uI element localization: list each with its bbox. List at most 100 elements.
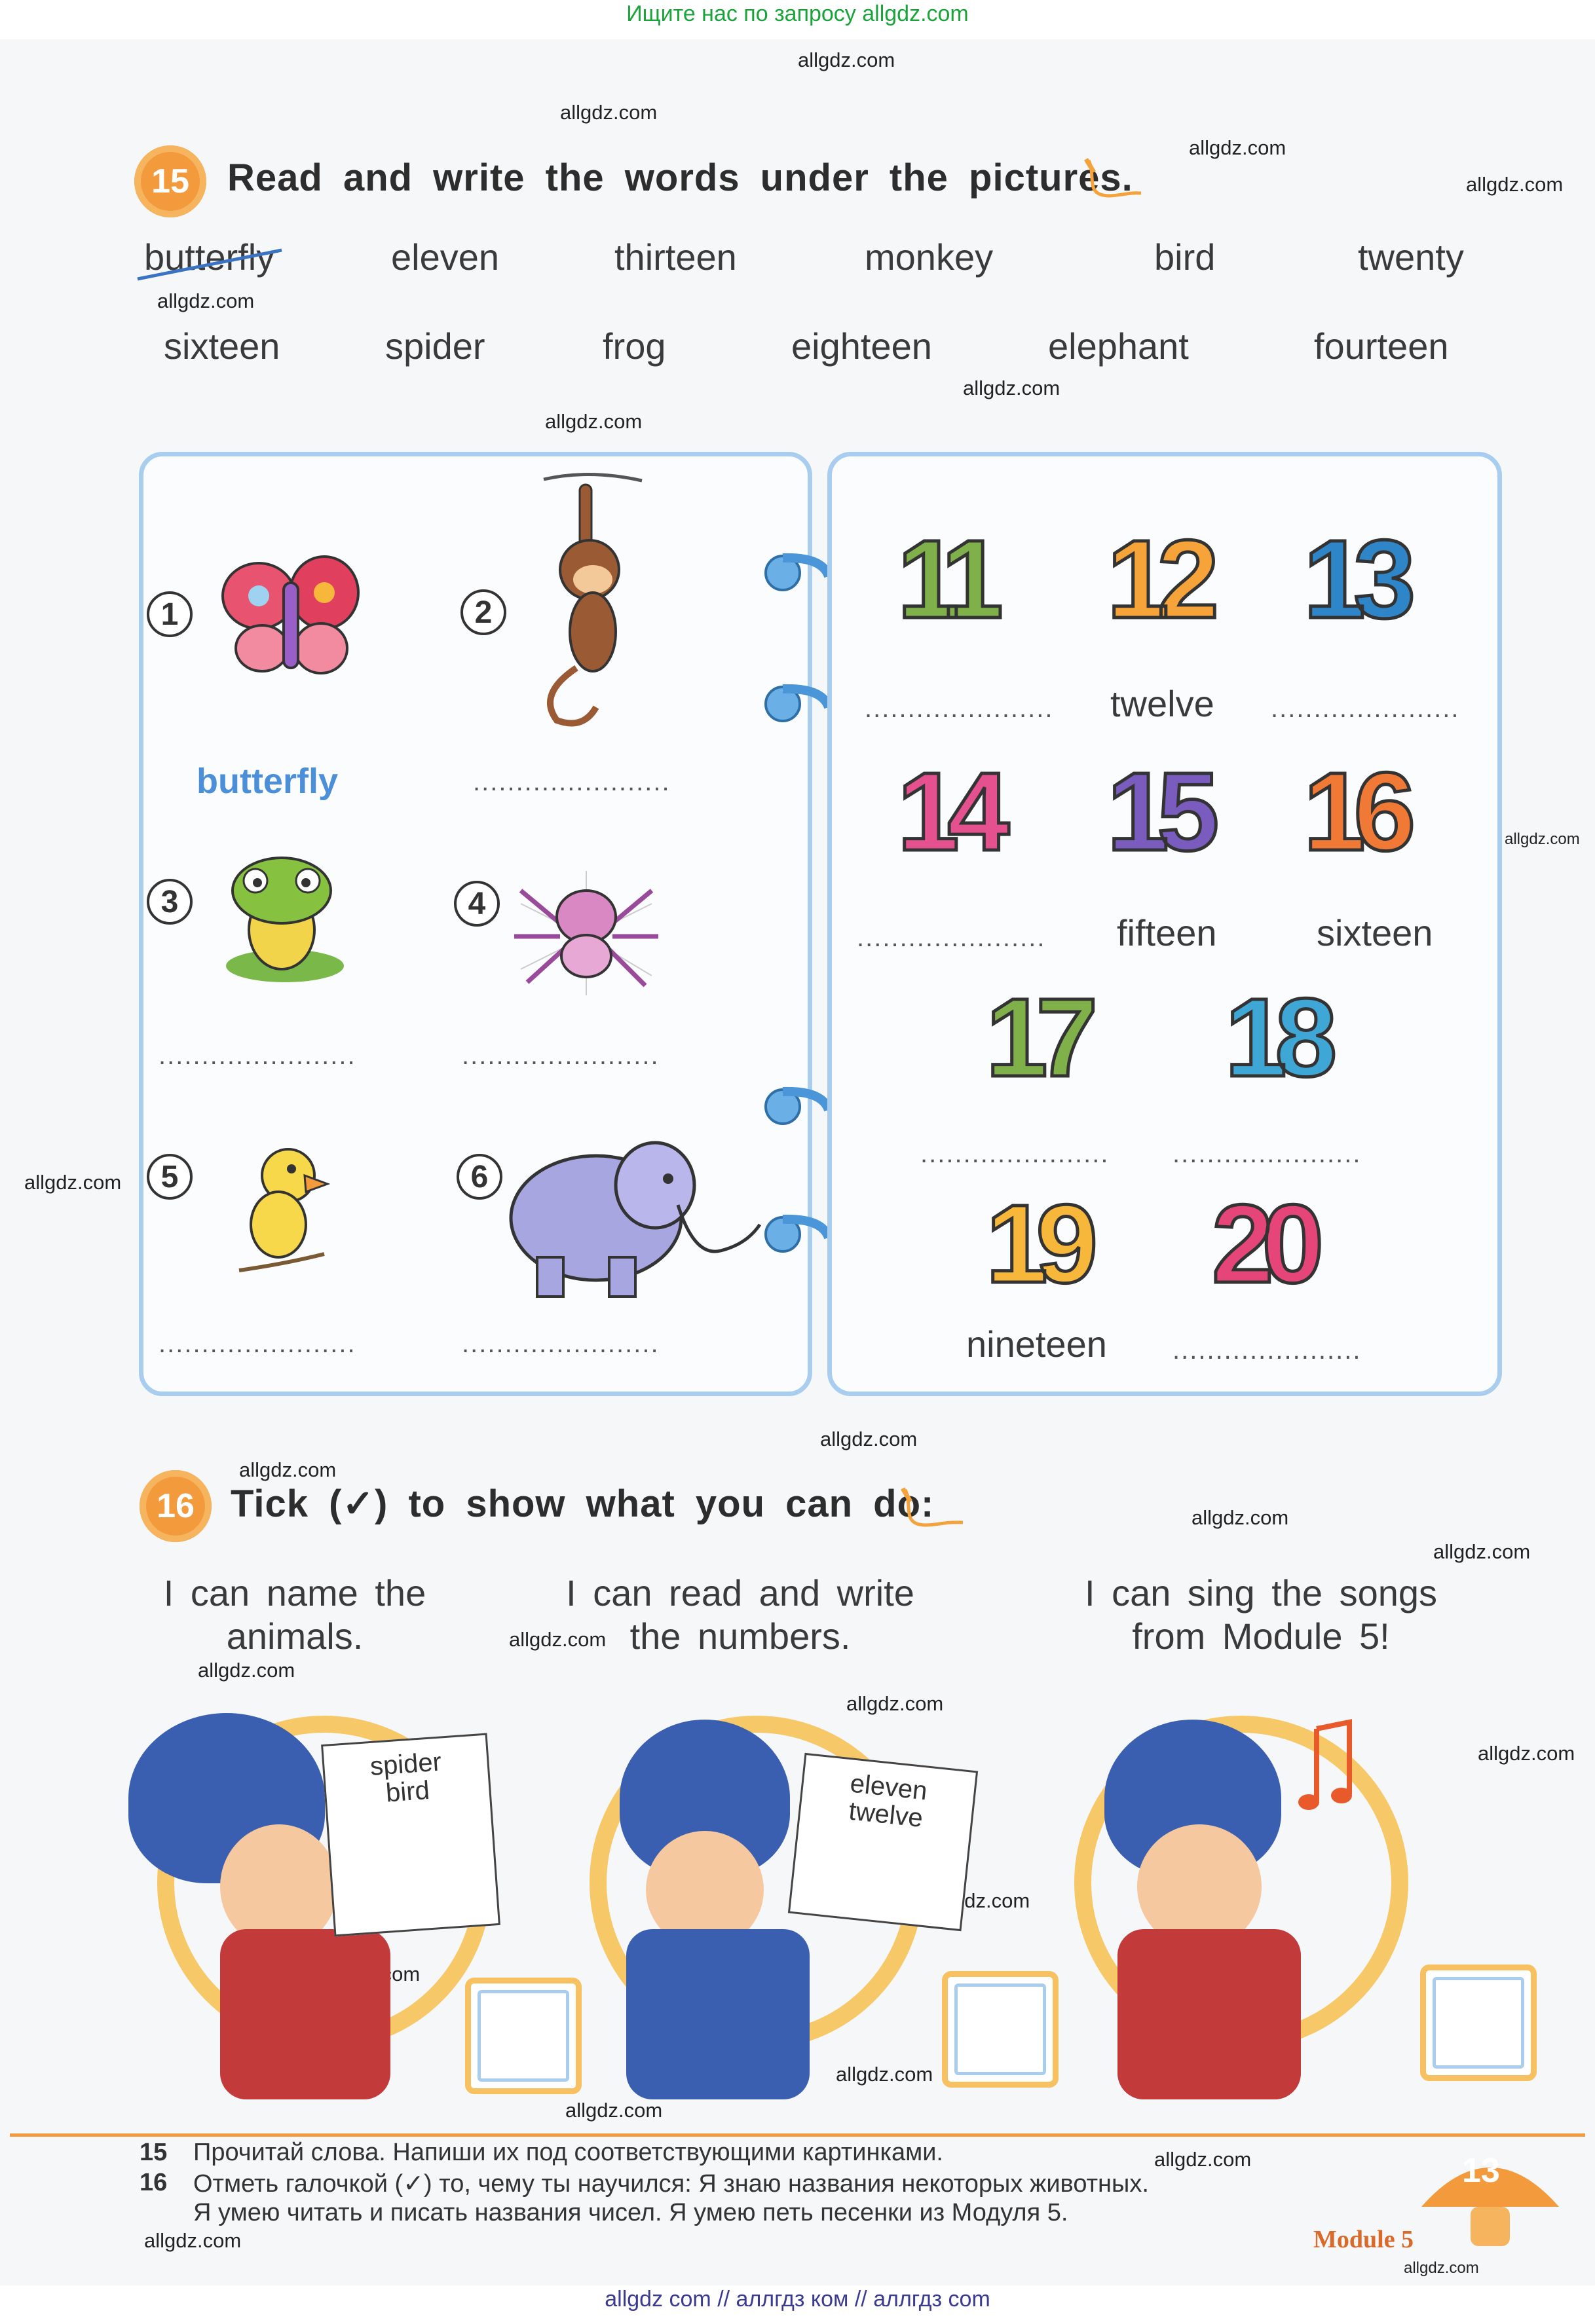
numeral-14: 14	[895, 750, 1011, 874]
tick-box[interactable]	[942, 1971, 1059, 2088]
monkey-picture	[543, 472, 643, 727]
answer-text: butterfly	[197, 762, 338, 801]
word-bank-item: eighteen	[791, 325, 932, 367]
bottom-watermark-banner[interactable]: allgdz com // аллгдз ком // аллгдз com	[605, 2287, 990, 2312]
binder-ring	[764, 1214, 833, 1253]
paper-sheet: eleven twelve	[787, 1752, 979, 1932]
numeral-20: 20	[1210, 1182, 1325, 1306]
word-bank-item: fourteen	[1314, 325, 1449, 367]
answer-blank[interactable]: .......................	[473, 767, 671, 796]
music-notes-icon	[1298, 1719, 1352, 1810]
word-bank-item: bird	[1154, 236, 1216, 278]
watermark-text: allgdz.com	[836, 2063, 933, 2086]
number-answer: sixteen	[1317, 912, 1433, 953]
exercise-16-badge: 16	[140, 1470, 212, 1542]
answer-blank[interactable]: ......................	[1173, 1336, 1362, 1365]
tick-box[interactable]	[465, 1978, 582, 2094]
spider-picture	[514, 871, 658, 995]
answer-blank[interactable]: .......................	[462, 1041, 660, 1070]
watermark-text: allgdz.com	[239, 1458, 337, 1481]
footer-instruction: Прочитай слова. Напиши их под соответств…	[193, 2139, 943, 2166]
footer-instruction: Я умею читать и писать названия чисел. Я…	[193, 2199, 1068, 2226]
numeral-19: 19	[984, 1182, 1099, 1306]
exercise-15-badge: 15	[134, 145, 206, 217]
strike-mark	[137, 248, 282, 281]
statement-line: animals.	[226, 1615, 364, 1657]
pencil-icon	[900, 1487, 964, 1527]
number-answer: twelve	[1110, 683, 1214, 724]
watermark-text: allgdz.com	[144, 2229, 242, 2252]
footer-exercise-number: 15	[140, 2139, 168, 2166]
watermark-text: allgdz.com	[157, 289, 255, 312]
answer-blank[interactable]: .......................	[159, 1041, 356, 1070]
numeral-13: 13	[1302, 517, 1417, 642]
can-statement: I can name the animals.	[121, 1572, 468, 1658]
numeral-17: 17	[984, 976, 1099, 1100]
word-bank-item: monkey	[865, 236, 994, 278]
watermark-text: allgdz.com	[198, 1659, 295, 1682]
watermark-text: allgdz.com	[1154, 2148, 1252, 2171]
answer-blank[interactable]: ......................	[1271, 694, 1460, 723]
watermark-text: allgdz.com	[545, 410, 643, 433]
answer-blank[interactable]: ......................	[865, 694, 1054, 723]
statement-line: I can name the	[163, 1572, 426, 1614]
word-bank-item: thirteen	[614, 236, 737, 278]
answer-blank[interactable]: ......................	[857, 923, 1046, 952]
mushroom-page-badge	[1421, 2167, 1559, 2246]
watermark-text: allgdz.com	[1466, 173, 1564, 196]
elephant-picture	[509, 1141, 762, 1298]
tick-box[interactable]	[1420, 1964, 1537, 2081]
number-answer: fifteen	[1117, 912, 1217, 953]
answer-blank[interactable]: .......................	[462, 1329, 660, 1358]
binder-ring	[764, 553, 833, 591]
footer-instruction: Отметь галочкой (✓) то, чему ты научился…	[193, 2170, 1149, 2198]
watermark-text: allgdz.com	[1433, 1540, 1531, 1563]
top-watermark-banner[interactable]: Ищите нас по запросу allgdz.com	[626, 1, 969, 26]
pencil-icon	[1083, 158, 1142, 198]
word-bank-item: elephant	[1048, 325, 1189, 367]
binder-ring	[764, 1086, 833, 1125]
numeral-18: 18	[1223, 976, 1338, 1100]
word-bank-item: twenty	[1358, 236, 1464, 278]
item-number: 3	[147, 879, 193, 925]
answer-blank[interactable]: ......................	[1173, 1139, 1362, 1168]
item-number: 2	[460, 589, 506, 635]
statement-line: I can sing the songs	[1084, 1572, 1438, 1614]
binder-ring	[764, 684, 833, 722]
watermark-text: allgdz.com	[963, 377, 1060, 399]
exercise-15-title: Read and write the words under the pictu…	[227, 157, 1133, 199]
numeral-11: 11	[896, 517, 1005, 642]
answer-blank[interactable]: .......................	[159, 1329, 356, 1358]
item-number: 4	[454, 881, 500, 927]
statement-line: the numbers.	[629, 1615, 851, 1657]
watermark-text: allgdz.com	[1478, 1742, 1575, 1765]
can-statement: I can read and write the numbers.	[537, 1572, 943, 1658]
numbers-panel	[827, 452, 1502, 1396]
item-number: 5	[147, 1154, 193, 1200]
paper-sheet: spider bird	[321, 1733, 500, 1937]
statement-line: from Module 5!	[1132, 1615, 1390, 1657]
watermark-text: allgdz.com	[1192, 1506, 1289, 1529]
number-answer: nineteen	[966, 1323, 1107, 1365]
footer-exercise-number: 16	[140, 2169, 168, 2196]
numeral-15: 15	[1105, 750, 1220, 874]
numeral-16: 16	[1302, 750, 1417, 874]
watermark-text: allgdz.com	[1505, 830, 1580, 848]
answer-blank[interactable]: ......................	[920, 1139, 1110, 1168]
can-statement: I can sing the songs from Module 5!	[1058, 1572, 1464, 1658]
item-number: 6	[457, 1154, 502, 1200]
word-bank-item: frog	[603, 325, 666, 367]
frog-picture	[226, 857, 344, 982]
bird-picture	[238, 1148, 331, 1272]
watermark-text: allgdz.com	[798, 48, 895, 71]
word-bank-item: eleven	[391, 236, 500, 278]
butterfly-picture	[221, 555, 360, 674]
item-number: 1	[147, 591, 193, 637]
numeral-12: 12	[1105, 517, 1220, 642]
page-number: 13	[1462, 2152, 1500, 2190]
watermark-text: allgdz.com	[1404, 2259, 1479, 2277]
watermark-text: allgdz.com	[565, 2099, 663, 2122]
exercise-16-title: Tick (✓) to show what you can do:	[231, 1483, 935, 1525]
watermark-text: allgdz.com	[820, 1428, 918, 1450]
watermark-text: allgdz.com	[846, 1692, 944, 1715]
